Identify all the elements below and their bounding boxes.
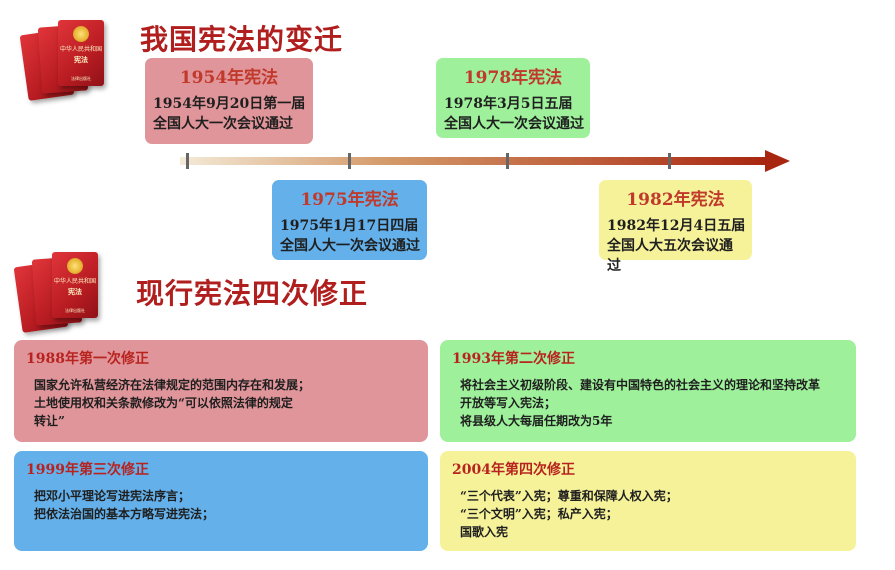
timeline-arrow [180,150,790,172]
book-cover-front: 中华人民共和国 宪法 法律出版社 [52,252,98,318]
timeline-card-1975: 1975年宪法 1975年1月17日四届全国人大一次会议通过 [272,180,427,260]
timeline-card-1954: 1954年宪法 1954年9月20日第一届全国人大一次会议通过 [145,58,313,144]
amendment-line: “三个文明”入宪；私产入宪； [460,507,618,521]
timeline-card-title: 1975年宪法 [300,190,399,210]
book-cover-publisher: 法律出版社 [65,308,85,313]
timeline-tick-1978 [506,153,509,169]
amendment-line: 国家允许私营经济在法律规定的范围内存在和发展； [34,378,311,392]
amendment-line: 把依法治国的基本方略写进宪法； [34,507,215,521]
amendment-line: 开放等写入宪法； [460,396,557,410]
timeline-card-desc: 1978年3月5日五届全国人大一次会议通过 [444,96,584,132]
timeline-tick-1954 [186,153,189,169]
constitution-books-icon: 中华人民共和国 宪法 法律出版社 [19,18,134,108]
book-cover-title: 中华人民共和国 [60,46,103,53]
amendment-box-1999: 1999年第三次修正 把邓小平理论写进宪法序言； 把依法治国的基本方略写进宪法； [14,451,428,551]
timeline-card-1978: 1978年宪法 1978年3月5日五届全国人大一次会议通过 [436,58,590,138]
timeline-arrow-head [765,150,790,172]
timeline-card-title: 1954年宪法 [179,68,279,88]
timeline-card-title: 1982年宪法 [626,190,725,210]
constitution-books-icon: 中华人民共和国 宪法 法律出版社 [13,250,128,340]
timeline-heading: 我国宪法的变迁 [140,23,344,56]
book-cover-subtitle: 宪法 [68,287,82,296]
amendment-box-1993: 1993年第二次修正 将社会主义初级阶段、建设有中国特色的社会主义的理论和坚持改… [440,340,856,442]
amendment-title: 1993年第二次修正 [452,351,575,367]
timeline-card-desc: 1975年1月17日四届全国人大一次会议通过 [280,218,420,254]
book-cover-title: 中华人民共和国 [54,278,97,285]
national-emblem-icon [73,26,89,42]
timeline-card-1982: 1982年宪法 1982年12月4日五届全国人大五次会议通过 [599,180,752,274]
amendment-title: 1988年第一次修正 [26,351,149,367]
timeline-card-title: 1978年宪法 [463,68,563,88]
amendments-heading: 现行宪法四次修正 [136,277,369,310]
amendment-line: “三个代表”入宪；尊重和保障人权入宪； [460,489,678,503]
amendment-line: 将县级人大每届任期改为5年 [460,414,613,428]
timeline-card-desc: 1982年12月4日五届全国人大五次会议通过 [607,218,746,274]
amendment-title: 1999年第三次修正 [26,462,149,478]
timeline-card-desc: 1954年9月20日第一届全国人大一次会议通过 [153,96,306,132]
amendment-line: 转让” [34,414,65,428]
timeline-tick-1975 [348,153,351,169]
amendment-box-2004: 2004年第四次修正 “三个代表”入宪；尊重和保障人权入宪； “三个文明”入宪；… [440,451,856,551]
amendment-box-1988: 1988年第一次修正 国家允许私营经济在法律规定的范围内存在和发展； 土地使用权… [14,340,428,442]
amendment-line: 国歌入宪 [460,525,509,539]
amendment-line: 土地使用权和关条款修改为“可以依照法律的规定 [34,396,293,410]
book-cover-publisher: 法律出版社 [71,76,91,81]
timeline-arrow-shaft [180,157,770,165]
amendment-title: 2004年第四次修正 [452,462,575,478]
national-emblem-icon [67,258,83,274]
book-cover-subtitle: 宪法 [74,55,88,64]
book-cover-front: 中华人民共和国 宪法 法律出版社 [58,20,104,86]
timeline-tick-1982 [668,153,671,169]
amendment-line: 把邓小平理论写进宪法序言； [34,489,191,503]
amendment-line: 将社会主义初级阶段、建设有中国特色的社会主义的理论和坚持改革 [460,378,821,392]
